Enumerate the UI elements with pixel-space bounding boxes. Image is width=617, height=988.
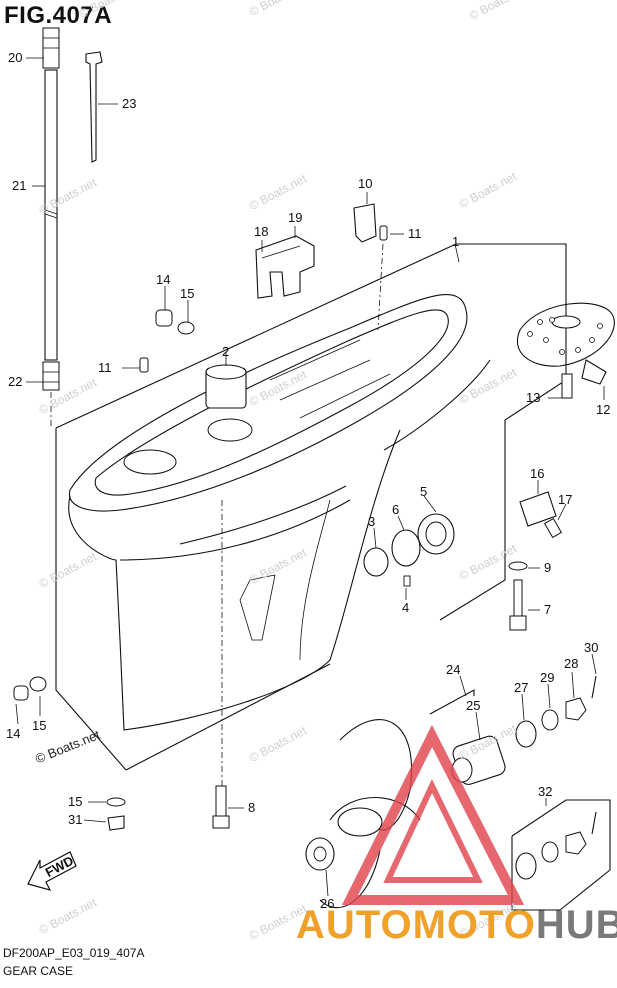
strap: [85, 51, 103, 163]
callout-11a: 11: [408, 226, 422, 241]
callout-labels: 20 23 21 10 19 18 11 1 14 15 2 11 22 13 …: [6, 50, 610, 911]
frame-bottom-edge: [125, 663, 331, 771]
brand-wordmark: AUTOMOTOHUB: [296, 903, 617, 948]
prop-hardware: [429, 675, 611, 911]
propeller: [305, 719, 506, 909]
cap-and-pin: [353, 203, 388, 331]
block-16: [519, 491, 563, 539]
callout-31: 31: [68, 812, 82, 827]
brand-part1: AUTOMOTO: [296, 903, 536, 947]
callout-7: 7: [544, 602, 551, 617]
callout-4: 4: [402, 600, 409, 615]
frame-lines: [55, 243, 567, 771]
figure-name: GEAR CASE: [3, 964, 74, 978]
callout-23: 23: [122, 96, 136, 111]
callout-27: 27: [514, 680, 528, 695]
callout-15c: 15: [68, 794, 82, 809]
callout-14a: 14: [156, 272, 170, 287]
brand-part2: HUB: [535, 903, 617, 947]
callout-12: 12: [596, 402, 610, 417]
callout-14b: 14: [6, 726, 20, 741]
callout-30: 30: [584, 640, 598, 655]
fwd-label: FWD: [43, 853, 76, 880]
drive-shaft: [42, 27, 60, 428]
callout-5: 5: [420, 484, 427, 499]
bolt-8: [212, 500, 230, 829]
leader-lines: [15, 57, 605, 897]
figure-code: DF200AP_E03_019_407A: [3, 946, 145, 960]
callout-24: 24: [446, 662, 460, 677]
callout-6: 6: [392, 502, 399, 517]
callout-13: 13: [526, 390, 540, 405]
gear-case-body: [68, 294, 491, 731]
callout-26: 26: [320, 896, 334, 911]
callout-29: 29: [540, 670, 554, 685]
frame-left-edge: [55, 428, 127, 771]
callout-16: 16: [530, 466, 544, 481]
callout-32: 32: [538, 784, 552, 799]
brand-triangle-logo: [341, 724, 525, 905]
bearing-set: [363, 513, 455, 587]
callout-3: 3: [368, 514, 375, 529]
callout-28: 28: [564, 656, 578, 671]
bolt-7-washer-9: [508, 561, 528, 631]
callout-22: 22: [8, 374, 22, 389]
callout-8: 8: [248, 800, 255, 815]
callout-2: 2: [222, 344, 229, 359]
callout-25: 25: [466, 698, 480, 713]
callout-11b: 11: [98, 360, 112, 375]
callout-9: 9: [544, 560, 551, 575]
callout-17: 17: [558, 492, 572, 507]
anode-plate: [517, 302, 615, 399]
callout-15b: 15: [32, 718, 46, 733]
callout-18: 18: [254, 224, 268, 239]
callout-1: 1: [452, 234, 459, 249]
plugs-washers: [13, 309, 195, 831]
callout-10: 10: [358, 176, 372, 191]
callout-20: 20: [8, 50, 22, 65]
callout-21: 21: [12, 178, 26, 193]
clip-assembly: [255, 235, 315, 299]
callout-19: 19: [288, 210, 302, 225]
frame-top-edge: [55, 243, 457, 429]
frame-right-edge: [439, 243, 567, 621]
figure-title: FIG.407A: [4, 2, 113, 29]
callout-15a: 15: [180, 286, 194, 301]
fwd-arrow: FWD: [27, 851, 77, 891]
